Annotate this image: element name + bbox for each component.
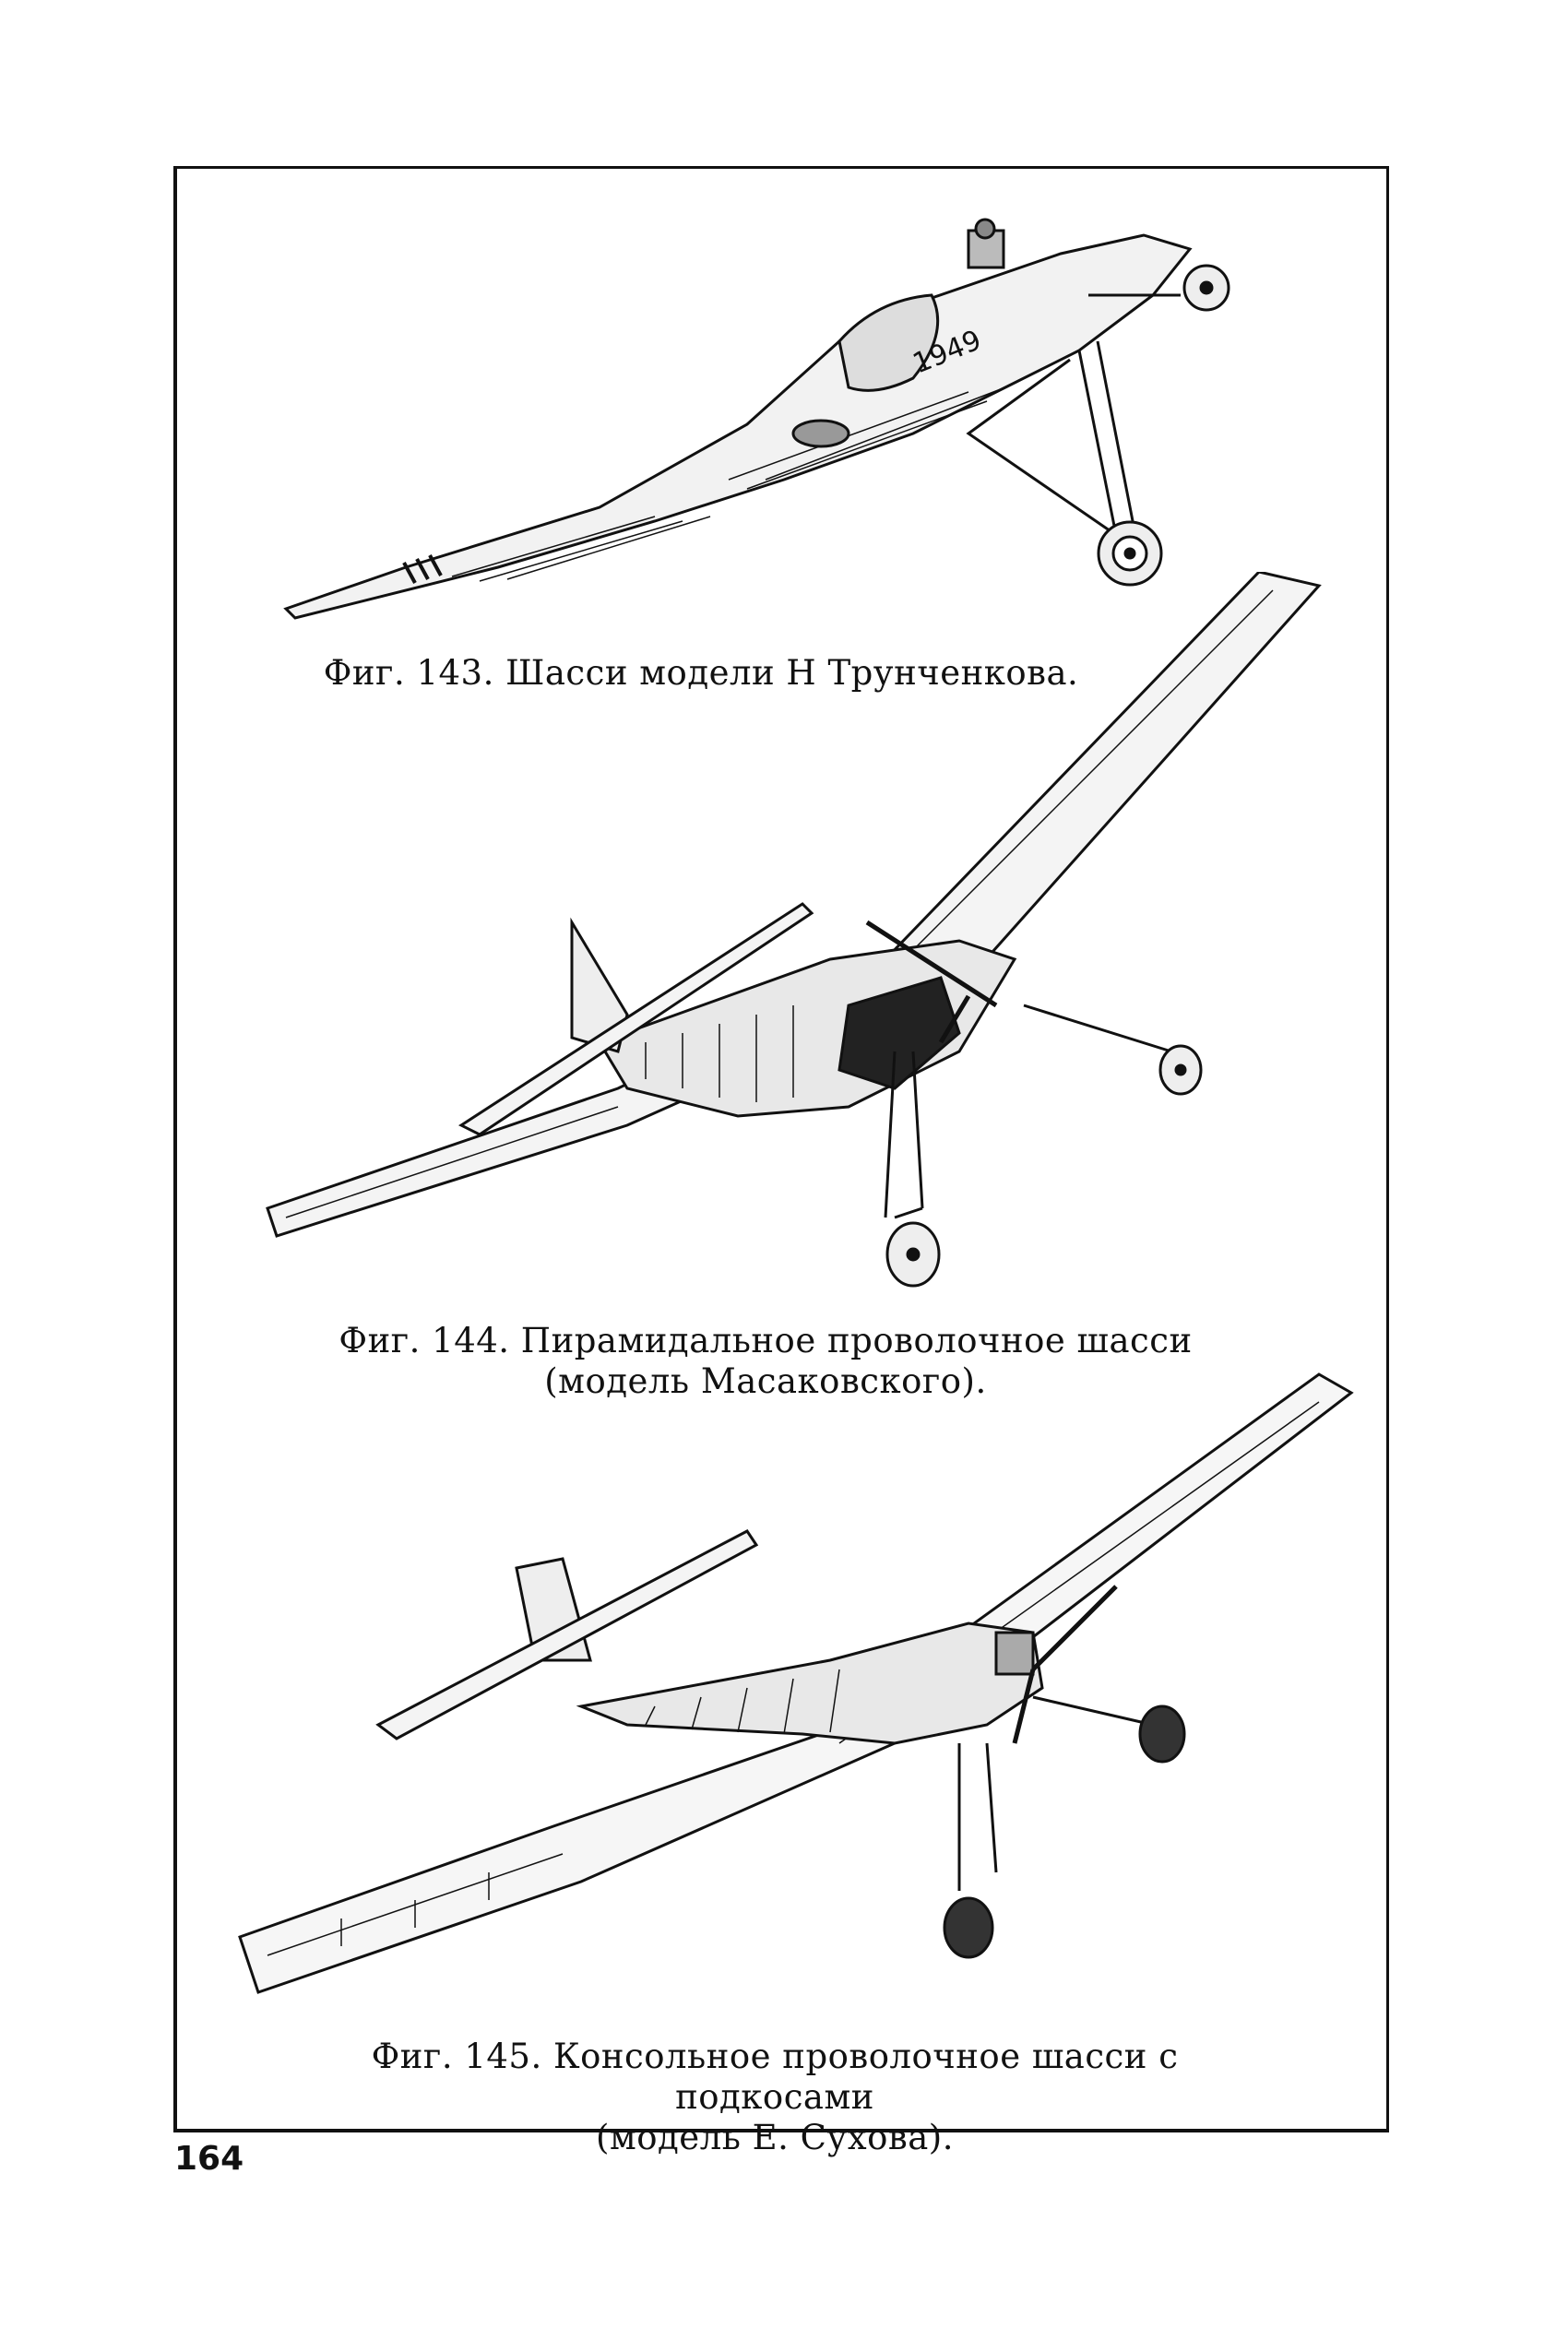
figure-143-illustration: 1949 <box>267 203 1264 646</box>
aircraft-145-drawing <box>238 1372 1354 1994</box>
page-frame <box>173 166 1389 2132</box>
caption-fig-143-text: Фиг. 143. Шасси модели Н Трунченкова. <box>323 653 1079 693</box>
aircraft-144-drawing <box>266 572 1322 1288</box>
caption-fig-145-line1: Фиг. 145. Консольное проволочное шасси с… <box>371 2037 1179 2117</box>
figure-145-illustration <box>231 1356 1356 2002</box>
figure-144-illustration <box>258 572 1347 1328</box>
caption-fig-145: Фиг. 145. Консольное проволочное шасси с… <box>277 2037 1273 2158</box>
aircraft-143-drawing: 1949 <box>283 218 1230 620</box>
page-number: 164 <box>174 2140 244 2178</box>
caption-fig-144-line2: (модель Масаковского). <box>544 1361 987 1401</box>
caption-fig-144-line1: Фиг. 144. Пирамидальное проволочное шасс… <box>339 1321 1193 1360</box>
caption-fig-143: Фиг. 143. Шасси модели Н Трунченкова. <box>277 653 1125 694</box>
caption-fig-145-line2: (модель Е. Сухова). <box>596 2118 954 2157</box>
caption-fig-144: Фиг. 144. Пирамидальное проволочное шасс… <box>304 1321 1227 1402</box>
